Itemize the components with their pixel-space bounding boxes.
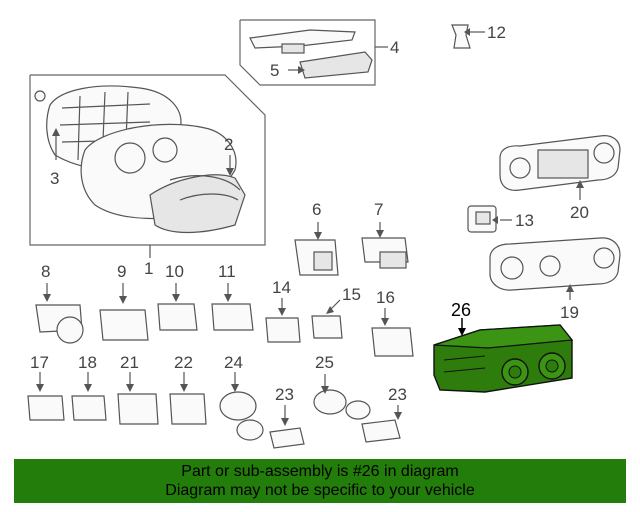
callout-1: 1 bbox=[144, 259, 153, 278]
callout-15: 15 bbox=[342, 285, 361, 304]
callout-12: 12 bbox=[487, 23, 506, 42]
callout-4: 4 bbox=[390, 38, 399, 57]
part-12-clip[interactable] bbox=[451, 24, 485, 49]
part-22-switch[interactable] bbox=[169, 372, 207, 425]
part-6-switch[interactable] bbox=[294, 222, 339, 276]
callout-17: 17 bbox=[30, 353, 49, 372]
banner-line-1: Part or sub-assembly is #26 in diagram bbox=[181, 463, 459, 480]
part-14-switch[interactable] bbox=[265, 298, 301, 343]
callout-22: 22 bbox=[174, 353, 193, 372]
part-21-switch[interactable] bbox=[117, 372, 159, 425]
callout-8: 8 bbox=[41, 262, 50, 281]
part-18-switch[interactable] bbox=[71, 372, 107, 421]
part-23-cigarette-lighter-right[interactable] bbox=[361, 405, 402, 443]
callout-16: 16 bbox=[376, 288, 395, 307]
part-25-power-outlet[interactable] bbox=[313, 374, 371, 420]
part-19-heater-control[interactable] bbox=[489, 237, 621, 300]
callout-2: 2 bbox=[224, 135, 233, 154]
callout-9: 9 bbox=[117, 262, 126, 281]
callout-14: 14 bbox=[272, 278, 291, 297]
callout-23-right: 23 bbox=[388, 385, 407, 404]
callout-18: 18 bbox=[78, 353, 97, 372]
part-7-switch[interactable] bbox=[361, 222, 409, 269]
callout-24: 24 bbox=[224, 353, 243, 372]
callout-19: 19 bbox=[560, 303, 579, 322]
part-8-switch[interactable] bbox=[35, 283, 84, 344]
part-11-switch[interactable] bbox=[211, 283, 254, 331]
assembly-box-1 bbox=[29, 74, 266, 258]
part-13-switch[interactable] bbox=[467, 205, 512, 233]
callout-23-left: 23 bbox=[275, 385, 294, 404]
callout-5: 5 bbox=[270, 61, 279, 80]
callout-26: 26 bbox=[451, 300, 471, 320]
part-20-ac-control-panel[interactable] bbox=[499, 135, 621, 200]
part-16-switch[interactable] bbox=[371, 308, 414, 357]
info-banner: Part or sub-assembly is #26 in diagram D… bbox=[14, 459, 626, 503]
callout-10: 10 bbox=[165, 262, 184, 281]
part-4-switch-panel[interactable] bbox=[249, 29, 356, 54]
callout-21: 21 bbox=[120, 353, 139, 372]
callout-6: 6 bbox=[312, 200, 321, 219]
banner-line-2: Diagram may not be specific to your vehi… bbox=[165, 482, 475, 499]
part-23-cigarette-lighter-left[interactable] bbox=[269, 405, 305, 449]
part-2-combination-meter[interactable] bbox=[80, 123, 246, 234]
callout-3: 3 bbox=[50, 169, 59, 188]
callout-20: 20 bbox=[570, 203, 589, 222]
part-26-heater-control-assembly[interactable] bbox=[433, 318, 574, 393]
part-24-power-outlet[interactable] bbox=[219, 372, 264, 441]
part-5-switch-base[interactable] bbox=[288, 51, 373, 79]
callout-25: 25 bbox=[315, 353, 334, 372]
part-10-switch[interactable] bbox=[157, 283, 198, 331]
part-15-switch[interactable] bbox=[311, 299, 343, 339]
callout-7: 7 bbox=[374, 200, 383, 219]
assembly-box-4 bbox=[239, 19, 388, 86]
callout-11: 11 bbox=[218, 262, 236, 281]
part-17-switch[interactable] bbox=[27, 372, 65, 421]
callout-13: 13 bbox=[515, 211, 534, 230]
part-9-switch[interactable] bbox=[99, 283, 149, 341]
